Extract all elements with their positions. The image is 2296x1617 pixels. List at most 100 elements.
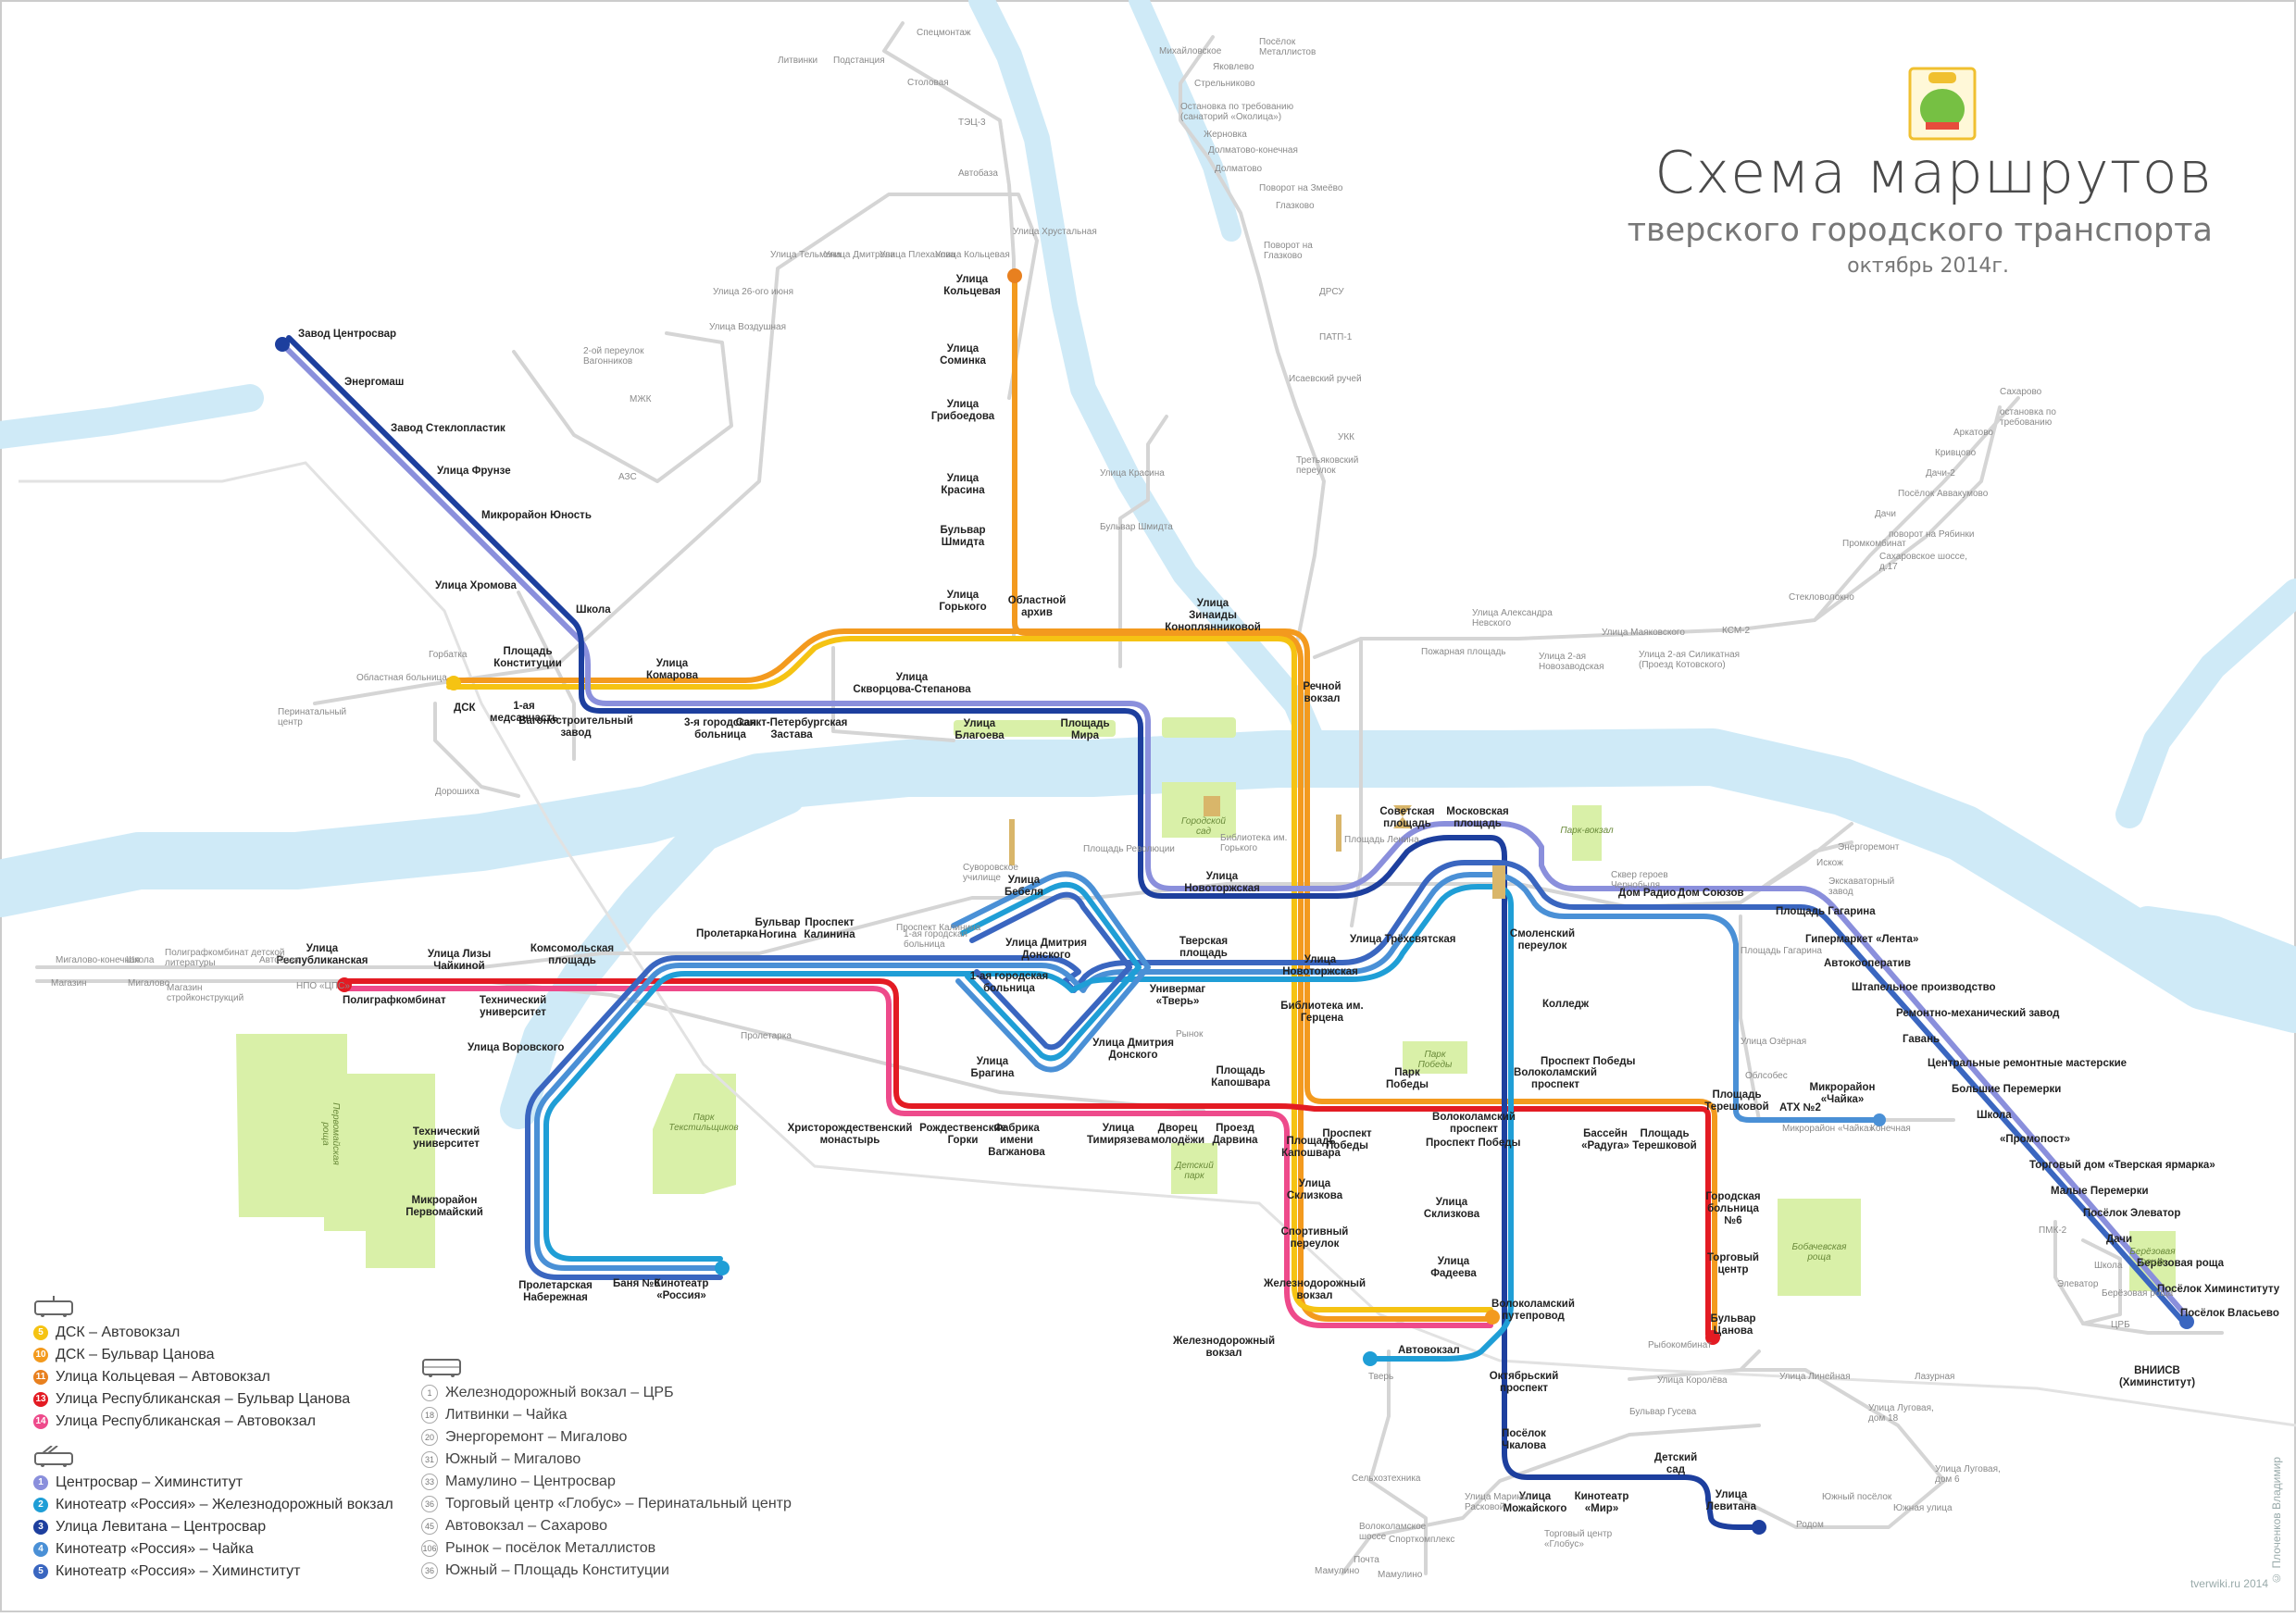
minor-stop-label: Долматово — [1215, 164, 1263, 174]
rail-main — [19, 463, 2296, 1425]
route-label: Литвинки – Чайка — [445, 1407, 568, 1424]
minor-stop-label: Библиотека им.Горького — [1220, 832, 1287, 853]
route-label: Кинотеатр «Россия» – Чайка — [56, 1541, 254, 1558]
minor-stop-label: Мигалово — [128, 978, 170, 989]
station-label: Баня №6 — [613, 1278, 660, 1289]
station-label: Малые Перемерки — [2051, 1186, 2149, 1197]
minor-stop-label: Сахаровское шоссе,д.17 — [1879, 552, 1967, 572]
minor-stop-label: Улица Озёрная — [1741, 1037, 1806, 1047]
minor-stop-label: НПО «ЦПС» — [296, 981, 350, 991]
minor-stop-label: Дачи-2 — [1926, 468, 1955, 479]
minor-stop-label: Искож — [1816, 858, 1843, 868]
station-label: Универмаг«Тверь» — [1150, 984, 1206, 1007]
minor-stop-label: Улица 26-ого июня — [713, 287, 793, 297]
minor-stop-label: Горбатка — [429, 649, 468, 660]
minor-stop-label: Поворот на Змеёво — [1259, 183, 1343, 193]
map-title: Схема маршрутов — [1628, 139, 2213, 206]
route-label: Кинотеатр «Россия» – Химинститут — [56, 1563, 300, 1580]
minor-stop-label: Энергоремонт — [1838, 842, 1900, 852]
station-label: Школа — [1977, 1110, 2012, 1121]
river-left-top — [0, 398, 250, 435]
minor-stop-label: Мамулино — [1315, 1566, 1360, 1576]
minor-stop-label: Проспект Калинина — [896, 923, 981, 933]
terminal-centrosvar — [275, 337, 290, 352]
minor-stop-label: Автобаза — [958, 168, 998, 179]
station-label: Энергомаш — [344, 377, 404, 388]
station-label: Дачи — [2106, 1234, 2132, 1245]
legend-row: 4 Кинотеатр «Россия» – Чайка — [33, 1538, 393, 1561]
station-label: Улица Хромова — [435, 580, 517, 591]
minor-stop-label: Исаевский ручей — [1289, 374, 1362, 384]
minor-stop-label: Площадь Ленина — [1344, 835, 1419, 845]
map-date: октябрь 2014г. — [1628, 255, 2009, 278]
minor-stop-label: Глазково — [1276, 201, 1315, 211]
minor-stop-label: Улица Луговая,дом 18 — [1868, 1403, 1934, 1424]
station-label: Гипермаркет «Лента» — [1805, 934, 1918, 945]
minor-stop-label: поворот на Рябинки — [1889, 529, 1974, 540]
minor-stop-label: Сахарово — [2000, 387, 2042, 397]
terminal-rossiya — [715, 1261, 730, 1275]
minor-stop-label: Торговый центр«Глобус» — [1544, 1529, 1613, 1549]
route-number-badge: 33 — [421, 1474, 438, 1490]
minor-stop-label: Магазин — [51, 978, 87, 989]
route-label: Улица Кольцевая – Автовокзал — [56, 1369, 270, 1386]
tram-icon-svg — [33, 1296, 74, 1318]
minor-stop-label: Улица Воздушная — [709, 322, 786, 332]
route-number-badge: 4 — [33, 1542, 48, 1557]
route-label: Улица Республиканская – Автовокзал — [56, 1413, 316, 1430]
route-number-badge: 2 — [33, 1498, 48, 1512]
minor-stop-label: КСМ-2 — [1722, 626, 1750, 636]
minor-stop-label: Спецмонтаж — [917, 28, 971, 38]
minor-stop-label: Тверь — [1368, 1372, 1393, 1382]
station-label: Штапельное производство — [1852, 982, 1996, 993]
coat-of-arms-icon — [1910, 68, 1975, 139]
minor-stop-label: Школа — [126, 955, 155, 965]
route-label: Улица Республиканская – Бульвар Цанова — [56, 1391, 350, 1408]
minor-stop-label: Микрорайон «Чайка» — [1782, 1124, 1875, 1134]
station-label: Завод Стеклопластик — [391, 423, 505, 434]
route-number-badge: 36 — [421, 1562, 438, 1579]
station-label: АТХ №2 — [1779, 1102, 1821, 1113]
station-label: Проспект Победы — [1541, 1056, 1636, 1067]
minor-stop-label: Пожарная площадь — [1421, 647, 1505, 657]
minor-stop-label: ДРСУ — [1319, 287, 1344, 297]
station-label: Микрорайон Юность — [481, 510, 592, 521]
station-label: Улица Воровского — [468, 1042, 564, 1053]
route-label: Автовокзал – Сахарово — [445, 1518, 607, 1535]
minor-stop-label: Аркатово — [1953, 428, 1993, 438]
minor-stop-label: Подстанция — [833, 56, 885, 66]
station-label: Автовокзал — [1398, 1345, 1460, 1356]
